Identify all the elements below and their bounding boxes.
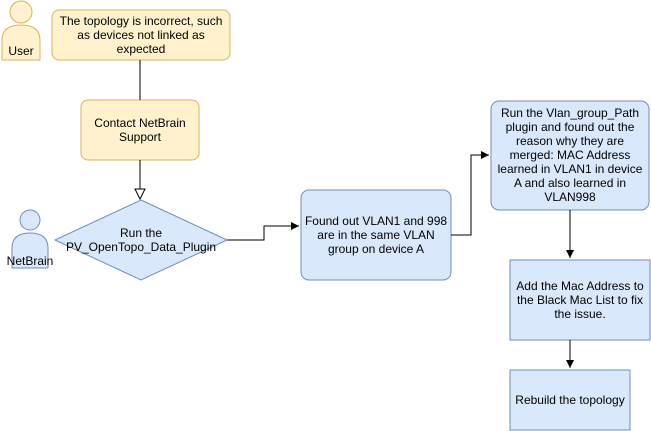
netbrain-actor-icon xyxy=(11,209,49,269)
connector-plugin-to-found xyxy=(227,222,299,241)
vlan-group-path-text: Run the Vlan_group_Path plugin and found… xyxy=(497,105,643,204)
user-actor-icon xyxy=(1,0,41,61)
problem-box xyxy=(51,9,231,61)
user-label: User xyxy=(8,44,34,58)
rebuild-box xyxy=(509,369,631,431)
add-mac-text: Add the Mac Address to the Black Mac Lis… xyxy=(516,279,644,321)
run-plugin-decision xyxy=(53,199,229,281)
rebuild-text: Rebuild the topology xyxy=(515,393,625,407)
contact-text: Contact NetBrain Support xyxy=(94,116,186,144)
connector-found-to-vlangroup xyxy=(451,151,489,236)
netbrain-label: NetBrain xyxy=(6,254,54,268)
problem-text: The topology is incorrect, such as devic… xyxy=(59,14,223,56)
found-vlan-text: Found out VLAN1 and 998 are in the same … xyxy=(304,214,448,256)
connector-contact-to-plugin xyxy=(134,160,146,201)
add-mac-box xyxy=(509,259,651,341)
run-plugin-text: Run the PV_OpenTopo_Data_Plugin xyxy=(65,226,217,254)
